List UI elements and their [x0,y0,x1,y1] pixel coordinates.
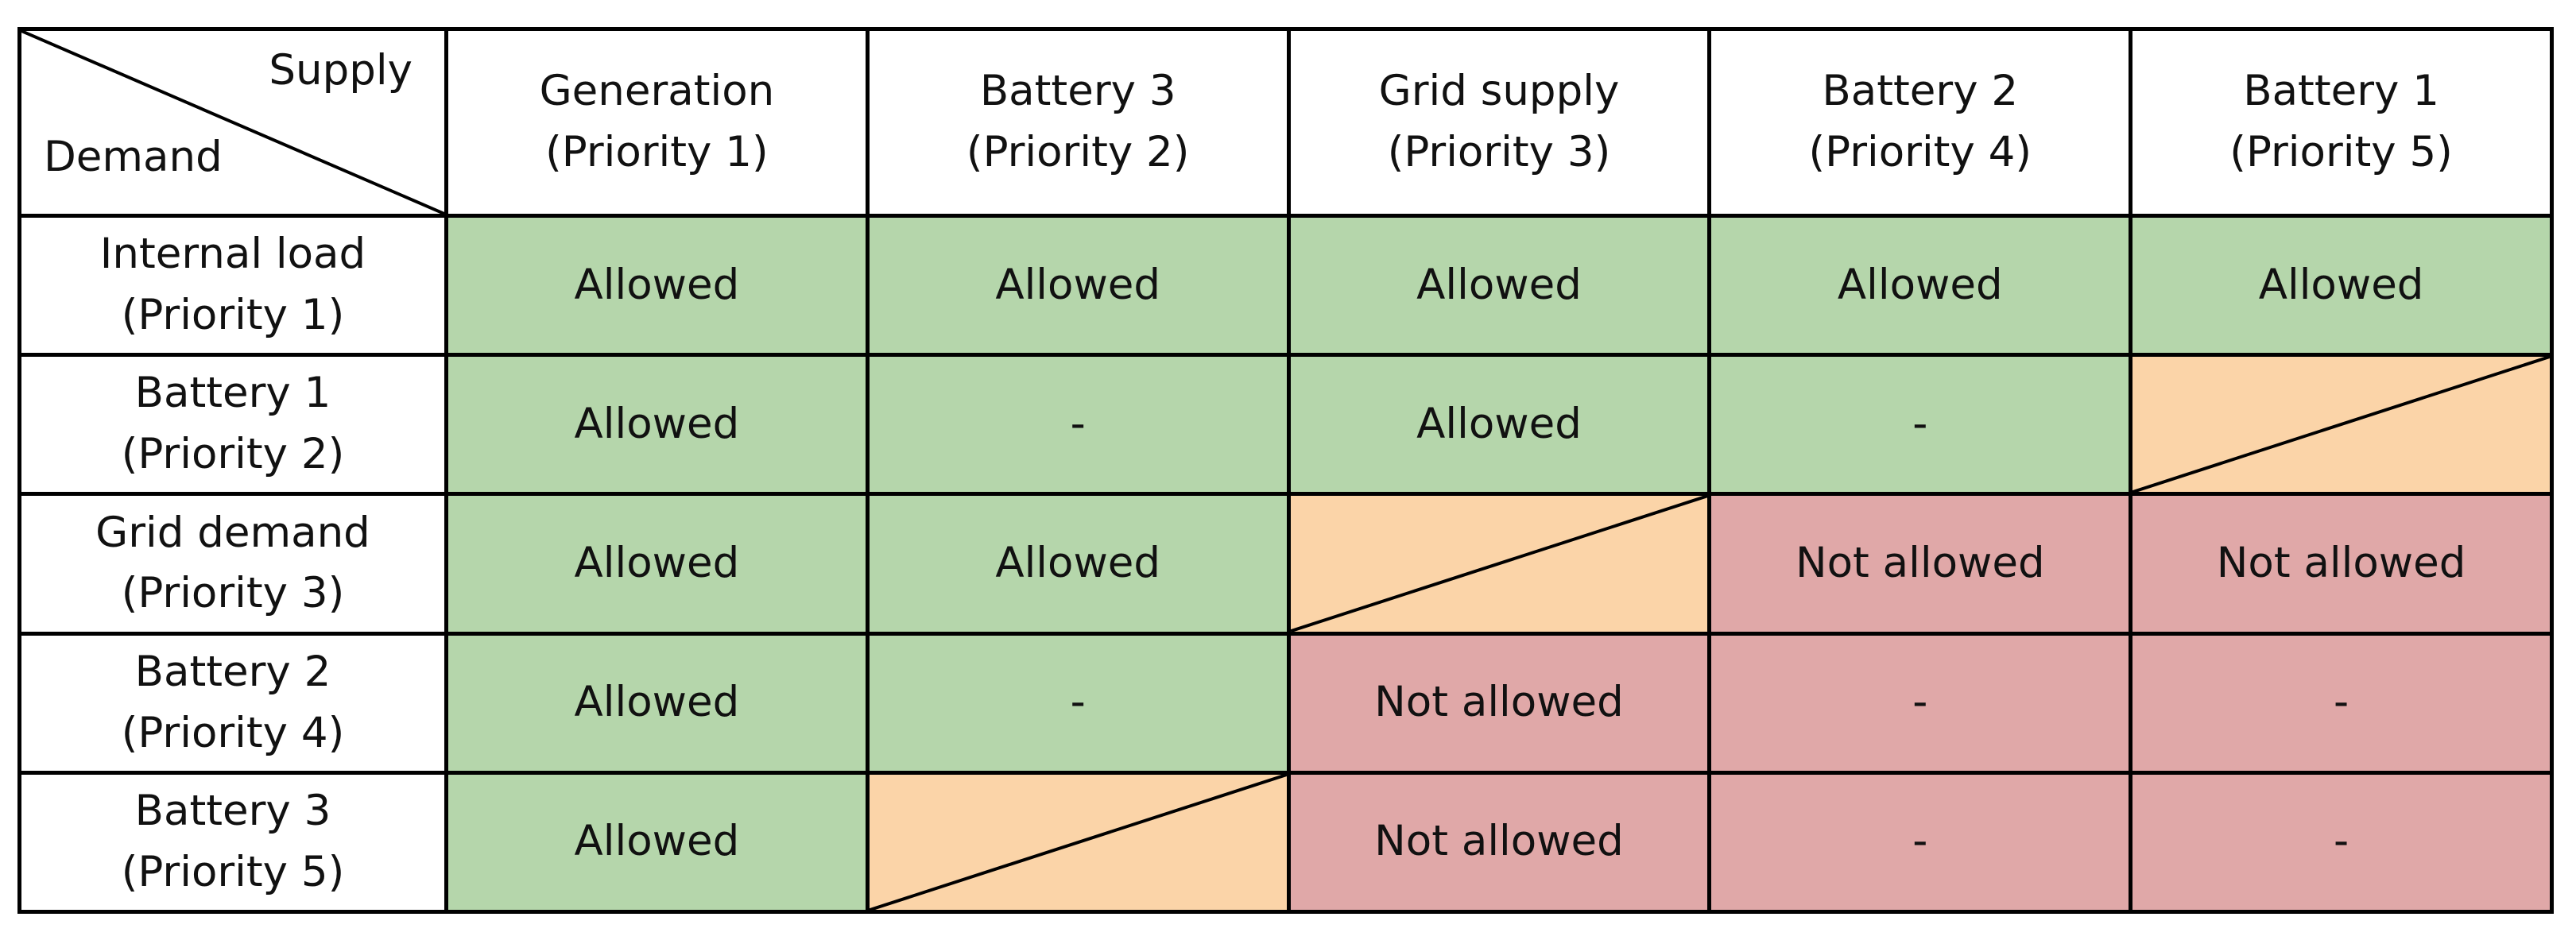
self-cell-diagonal-line [1291,496,1708,631]
supply-axis-label: Supply [269,46,413,95]
matrix-cell: - [1711,357,2129,493]
cell-value: Not allowed [1374,817,1624,866]
matrix-cell: Allowed [448,218,866,354]
matrix-cell: - [2132,774,2550,910]
matrix-cell: Allowed [869,218,1287,354]
matrix-cell: Not allowed [1290,635,1708,771]
corner-header-cell: Supply Demand [21,31,444,214]
matrix-cell: - [2132,635,2550,771]
matrix-cell: Allowed [2132,218,2550,354]
matrix-cell: Allowed [448,496,866,632]
cell-value: - [1912,817,1928,866]
matrix-cell: - [869,357,1287,493]
row-header-battery-2: Battery 2 (Priority 4) [21,635,444,771]
row-header-battery-3: Battery 3 (Priority 5) [21,774,444,910]
matrix-cell: - [869,635,1287,771]
column-header-generation: Generation (Priority 1) [448,31,866,214]
matrix-cell: Allowed [448,357,866,493]
cell-value: Not allowed [1795,539,2045,588]
matrix-cell: Not allowed [2132,496,2550,632]
cell-value: - [1070,678,1086,727]
matrix-cell: Not allowed [1711,496,2129,632]
cell-value: - [1912,399,1928,448]
column-header-battery-1: Battery 1 (Priority 5) [2132,31,2550,214]
column-header-battery-2: Battery 2 (Priority 4) [1711,31,2129,214]
cell-value: Allowed [574,399,740,448]
corner-diagonal-line [21,31,444,214]
self-cell-diagonal-line [870,775,1287,910]
cell-value: Allowed [995,260,1161,309]
matrix-cell: - [1711,635,2129,771]
cell-value: Allowed [2258,260,2424,309]
matrix-cell: Allowed [448,774,866,910]
cell-value: - [1912,678,1928,727]
cell-value: Allowed [995,539,1161,588]
column-header-battery-3: Battery 3 (Priority 2) [869,31,1287,214]
cell-value: Allowed [1416,260,1582,309]
cell-value: Allowed [574,260,740,309]
matrix-cell: Allowed [869,496,1287,632]
row-header-internal-load: Internal load (Priority 1) [21,218,444,354]
matrix-cell: Allowed [448,635,866,771]
cell-value: Allowed [574,678,740,727]
row-header-battery-1: Battery 1 (Priority 2) [21,357,444,493]
matrix-cell: Not allowed [1290,774,1708,910]
cell-value: Not allowed [2216,539,2466,588]
cell-value: Allowed [1837,260,2003,309]
column-header-grid-supply: Grid supply (Priority 3) [1290,31,1708,214]
cell-value: Allowed [574,539,740,588]
cell-value: - [1070,399,1086,448]
cell-value: Allowed [1416,399,1582,448]
cell-value: Not allowed [1374,678,1624,727]
matrix-cell: Allowed [1711,218,2129,354]
matrix-cell: - [1711,774,2129,910]
demand-axis-label: Demand [44,133,223,182]
self-cell-diagonal-line [2132,357,2550,492]
cell-value: - [2334,817,2349,866]
cell-value: Allowed [574,817,740,866]
self-cell [1290,496,1708,632]
row-header-grid-demand: Grid demand (Priority 3) [21,496,444,632]
matrix-cell: Allowed [1290,357,1708,493]
self-cell [2132,357,2550,493]
self-cell [869,774,1287,910]
cell-value: - [2334,678,2349,727]
matrix-cell: Allowed [1290,218,1708,354]
priority-matrix-table: Supply Demand Generation (Priority 1)Bat… [17,27,2554,914]
